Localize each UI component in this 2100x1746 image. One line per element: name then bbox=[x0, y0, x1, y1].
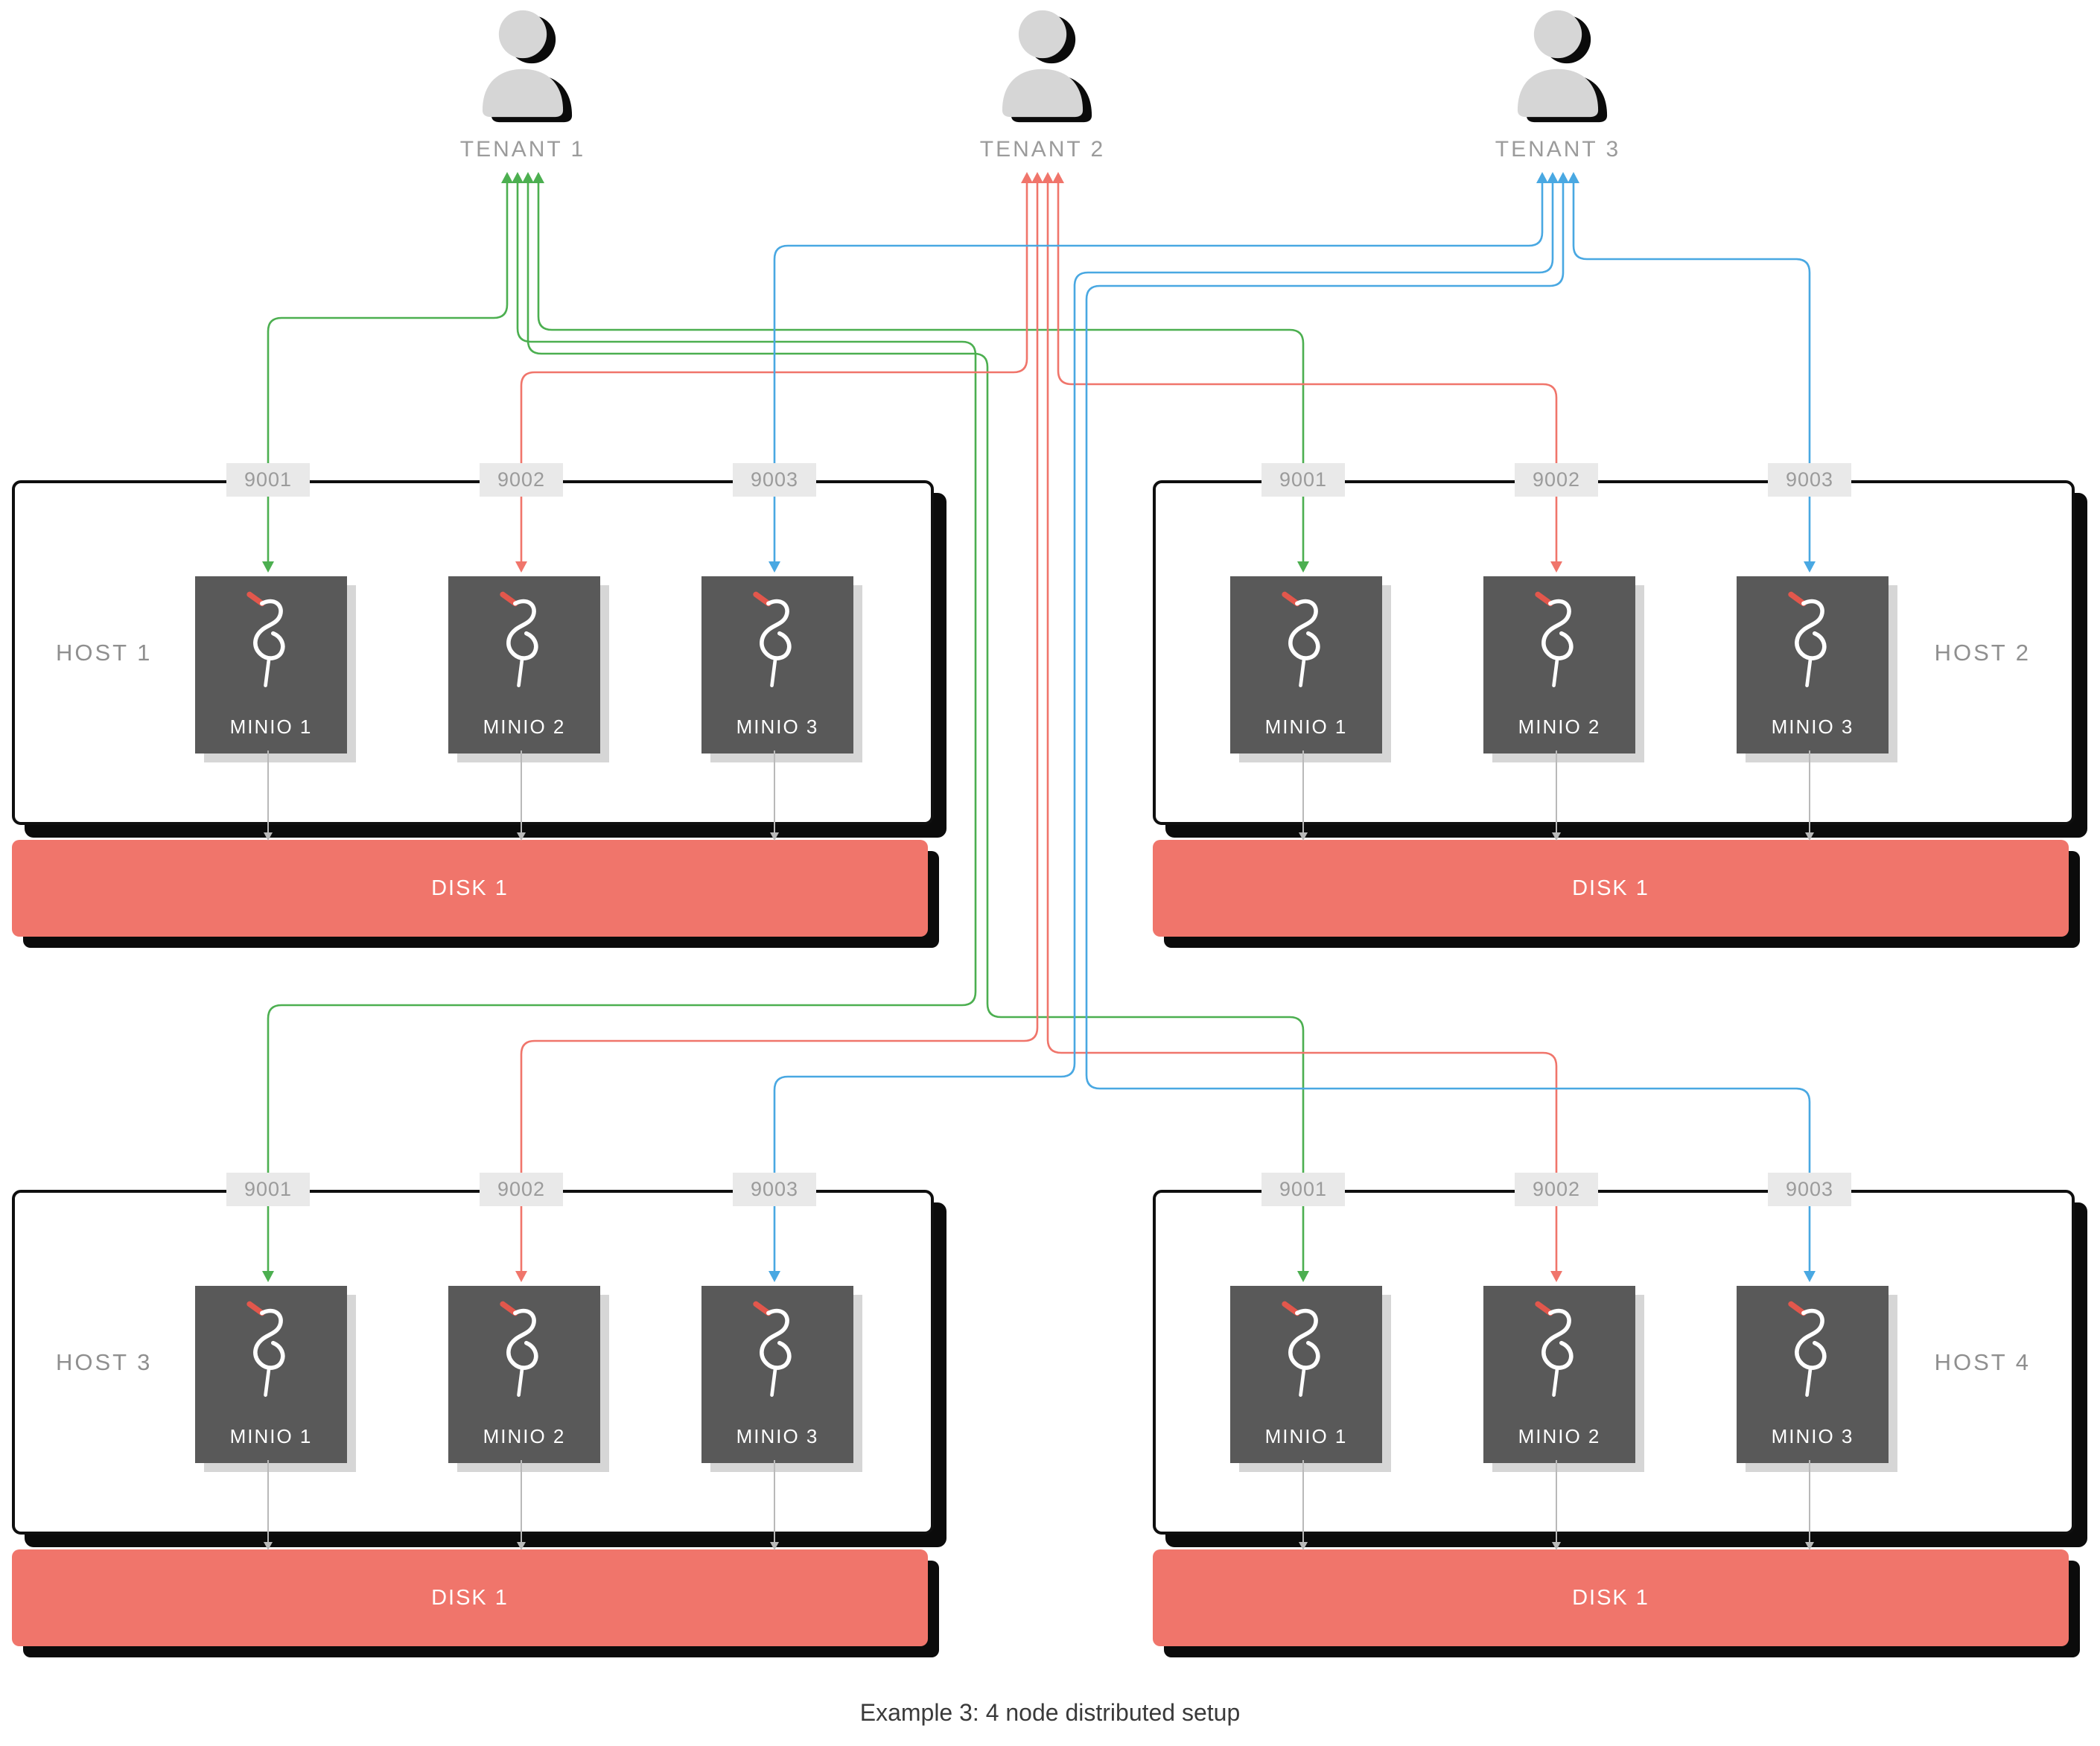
host-3-port-9003: 9003 bbox=[733, 1173, 816, 1206]
minio-stork-icon bbox=[736, 588, 819, 692]
arrowhead-up-icon bbox=[532, 172, 544, 183]
host-2-port-9001: 9001 bbox=[1261, 463, 1345, 497]
minio-stork-icon bbox=[229, 588, 313, 692]
host-3-disk: DISK 1 bbox=[12, 1549, 928, 1646]
port-label: 9002 bbox=[1532, 1178, 1581, 1200]
minio-label: MINIO 1 bbox=[1264, 1425, 1348, 1447]
tenant-1: TENANT 1 bbox=[448, 6, 597, 162]
disk-label: DISK 1 bbox=[431, 1585, 509, 1610]
person-icon bbox=[1002, 10, 1084, 118]
minio-label: MINIO 3 bbox=[736, 716, 819, 738]
port-label: 9003 bbox=[1785, 468, 1834, 491]
minio-label: MINIO 1 bbox=[229, 716, 313, 738]
host-2-minio-3: MINIO 3 bbox=[1737, 576, 1889, 753]
diagram-caption: Example 3: 4 node distributed setup bbox=[859, 1699, 1241, 1726]
host-1-minio-1: MINIO 1 bbox=[195, 576, 347, 753]
arrowhead-up-icon bbox=[1557, 172, 1569, 183]
person-icon bbox=[1517, 10, 1599, 118]
host-1-port-9002: 9002 bbox=[480, 463, 563, 497]
minio-stork-icon bbox=[1264, 1298, 1348, 1402]
port-label: 9003 bbox=[750, 1178, 799, 1200]
port-label: 9001 bbox=[244, 468, 293, 491]
disk-label: DISK 1 bbox=[431, 876, 509, 900]
arrowhead-up-icon bbox=[1547, 172, 1559, 183]
arrowhead-up-icon bbox=[1042, 172, 1054, 183]
minio-stork-icon bbox=[483, 1298, 566, 1402]
host-3-minio-1: MINIO 1 bbox=[195, 1286, 347, 1463]
minio-stork-icon bbox=[483, 588, 566, 692]
host-1-disk: DISK 1 bbox=[12, 840, 928, 937]
tenant-label: TENANT 3 bbox=[1495, 137, 1621, 162]
host-2-port-9003: 9003 bbox=[1768, 463, 1851, 497]
port-label: 9001 bbox=[244, 1178, 293, 1200]
minio-stork-icon bbox=[736, 1298, 819, 1402]
host-1: HOST 1 MINIO 1 MINIO 2 MINIO 3 bbox=[12, 480, 934, 825]
host-3-port-9001: 9001 bbox=[226, 1173, 310, 1206]
host-4-port-9002: 9002 bbox=[1515, 1173, 1598, 1206]
host-4-port-9003: 9003 bbox=[1768, 1173, 1851, 1206]
minio-label: MINIO 3 bbox=[1771, 716, 1854, 738]
host-4-minio-1: MINIO 1 bbox=[1230, 1286, 1382, 1463]
host-2-minio-1: MINIO 1 bbox=[1230, 576, 1382, 753]
port-label: 9002 bbox=[497, 468, 546, 491]
host-2-label: HOST 2 bbox=[1934, 639, 2031, 666]
minio-stork-icon bbox=[1518, 588, 1601, 692]
tenant-label: TENANT 2 bbox=[979, 137, 1106, 162]
host-4-minio-3: MINIO 3 bbox=[1737, 1286, 1889, 1463]
host-2-disk: DISK 1 bbox=[1153, 840, 2069, 937]
port-label: 9002 bbox=[1532, 468, 1581, 491]
port-label: 9002 bbox=[497, 1178, 546, 1200]
arrowhead-up-icon bbox=[1021, 172, 1033, 183]
minio-label: MINIO 2 bbox=[1518, 1425, 1601, 1447]
minio-stork-icon bbox=[229, 1298, 313, 1402]
arrowhead-up-icon bbox=[1052, 172, 1064, 183]
arrowhead-up-icon bbox=[501, 172, 513, 183]
host-3: HOST 3 MINIO 1 MINIO 2 MINIO 3 bbox=[12, 1190, 934, 1535]
host-1-port-9003: 9003 bbox=[733, 463, 816, 497]
minio-label: MINIO 1 bbox=[229, 1425, 313, 1447]
host-1-minio-2: MINIO 2 bbox=[448, 576, 600, 753]
host-2-minio-2: MINIO 2 bbox=[1483, 576, 1635, 753]
arrowhead-up-icon bbox=[1568, 172, 1579, 183]
host-3-port-9002: 9002 bbox=[480, 1173, 563, 1206]
host-4-minio-2: MINIO 2 bbox=[1483, 1286, 1635, 1463]
host-2-port-9002: 9002 bbox=[1515, 463, 1598, 497]
minio-stork-icon bbox=[1518, 1298, 1601, 1402]
disk-label: DISK 1 bbox=[1572, 1585, 1649, 1610]
minio-stork-icon bbox=[1264, 588, 1348, 692]
minio-stork-icon bbox=[1771, 588, 1854, 692]
arrowhead-up-icon bbox=[1031, 172, 1043, 183]
arrowhead-up-icon bbox=[522, 172, 534, 183]
host-3-label: HOST 3 bbox=[56, 1348, 153, 1375]
host-1-label: HOST 1 bbox=[56, 639, 153, 666]
tenant-2: TENANT 2 bbox=[968, 6, 1117, 162]
tenant-label: TENANT 1 bbox=[459, 137, 586, 162]
person-icon bbox=[482, 10, 564, 118]
minio-label: MINIO 2 bbox=[483, 716, 566, 738]
minio-label: MINIO 2 bbox=[483, 1425, 566, 1447]
port-label: 9003 bbox=[1785, 1178, 1834, 1200]
host-4-port-9001: 9001 bbox=[1261, 1173, 1345, 1206]
host-1-minio-3: MINIO 3 bbox=[701, 576, 853, 753]
host-4-label: HOST 4 bbox=[1934, 1348, 2031, 1375]
host-4: HOST 4 MINIO 1 MINIO 2 MINIO 3 bbox=[1153, 1190, 2075, 1535]
port-label: 9003 bbox=[750, 468, 799, 491]
port-label: 9001 bbox=[1279, 468, 1328, 491]
host-2: HOST 2 MINIO 1 MINIO 2 MINIO 3 bbox=[1153, 480, 2075, 825]
minio-stork-icon bbox=[1771, 1298, 1854, 1402]
port-label: 9001 bbox=[1279, 1178, 1328, 1200]
host-1-port-9001: 9001 bbox=[226, 463, 310, 497]
host-4-disk: DISK 1 bbox=[1153, 1549, 2069, 1646]
host-3-minio-3: MINIO 3 bbox=[701, 1286, 853, 1463]
disk-label: DISK 1 bbox=[1572, 876, 1649, 900]
arrowhead-up-icon bbox=[512, 172, 524, 183]
minio-label: MINIO 2 bbox=[1518, 716, 1601, 738]
minio-label: MINIO 1 bbox=[1264, 716, 1348, 738]
arrowhead-up-icon bbox=[1536, 172, 1548, 183]
host-3-minio-2: MINIO 2 bbox=[448, 1286, 600, 1463]
minio-label: MINIO 3 bbox=[736, 1425, 819, 1447]
tenant-3: TENANT 3 bbox=[1483, 6, 1632, 162]
minio-label: MINIO 3 bbox=[1771, 1425, 1854, 1447]
